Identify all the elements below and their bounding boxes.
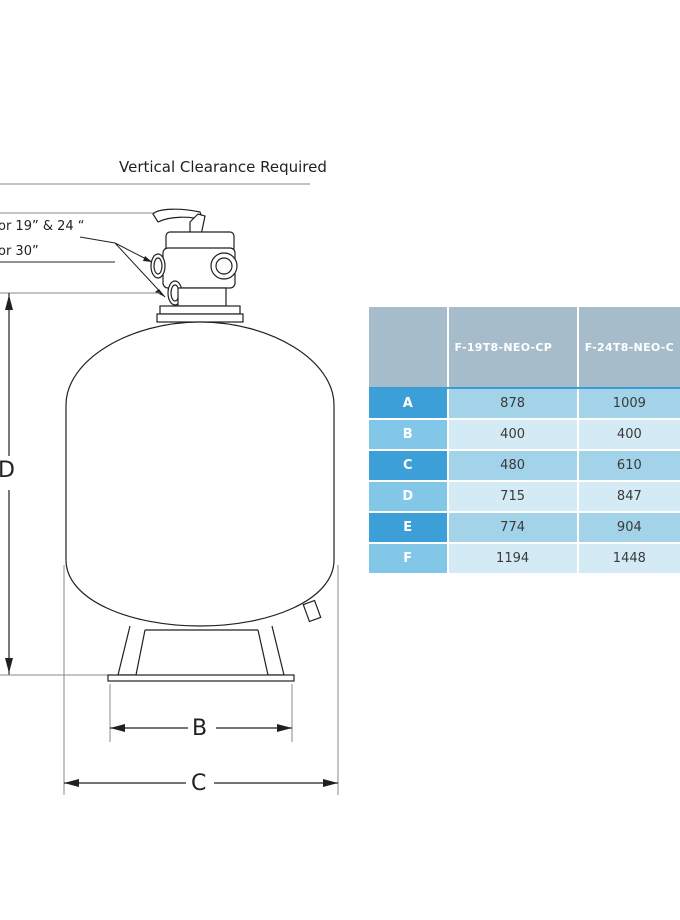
port-arrowhead-1: [143, 256, 152, 262]
table-header-row: F-19T8-NEO-CP F-24T8-NEO-C: [369, 307, 680, 389]
row-value-24: 1448: [577, 543, 680, 575]
clearance-label: Vertical Clearance Required: [119, 158, 327, 176]
row-key: F: [369, 543, 449, 575]
row-value-24: 400: [577, 419, 680, 451]
dim-c-arrow-right: [323, 779, 338, 787]
tank-base: [107, 674, 295, 682]
port-pointer-line-1: [79, 236, 116, 244]
valve-clamp: [156, 313, 244, 323]
port-arrow-2: [114, 242, 166, 298]
dim-b-arrow-left: [110, 724, 125, 732]
row-key: E: [369, 512, 449, 544]
tank-body: [65, 321, 335, 627]
table-row: E 774 904: [369, 512, 680, 544]
dim-c-label: C: [191, 771, 207, 796]
row-key: C: [369, 450, 449, 482]
dim-b-arrow-right: [277, 724, 292, 732]
row-key: A: [369, 388, 449, 420]
drain-fitting: [302, 599, 322, 623]
dim-d-label: D: [0, 458, 15, 483]
table-header-model-19: F-19T8-NEO-CP: [447, 307, 579, 389]
dim-b-label: B: [192, 716, 208, 741]
dim-c-arrow-left: [64, 779, 79, 787]
table-row: A 878 1009: [369, 388, 680, 420]
row-value-19: 715: [447, 481, 579, 513]
tank-leg-left: [117, 625, 146, 676]
row-value-24: 847: [577, 481, 680, 513]
row-value-19: 480: [447, 450, 579, 482]
table-corner-cell: [369, 307, 449, 389]
row-value-24: 904: [577, 512, 680, 544]
table-header-model-24: F-24T8-NEO-C: [577, 307, 680, 389]
row-value-24: 610: [577, 450, 680, 482]
table-row: B 400 400: [369, 419, 680, 451]
row-value-19: 400: [447, 419, 579, 451]
valve-neck: [177, 287, 227, 307]
dim-d-arrow-bottom: [5, 658, 13, 673]
row-value-19: 878: [447, 388, 579, 420]
port-label-19-24: or 19” & 24 “: [0, 219, 85, 234]
row-value-19: 774: [447, 512, 579, 544]
table-row: D 715 847: [369, 481, 680, 513]
row-value-24: 1009: [577, 388, 680, 420]
dim-d-arrow-top: [5, 295, 13, 310]
table-row: F 1194 1448: [369, 543, 680, 575]
valve-flange: [159, 305, 241, 315]
row-key: D: [369, 481, 449, 513]
row-key: B: [369, 419, 449, 451]
table-row: C 480 610: [369, 450, 680, 482]
dimension-table: F-19T8-NEO-CP F-24T8-NEO-C A 878 1009 B …: [369, 307, 680, 575]
tank-leg-right: [257, 625, 285, 676]
row-value-19: 1194: [447, 543, 579, 575]
port-label-30: or 30”: [0, 244, 39, 259]
